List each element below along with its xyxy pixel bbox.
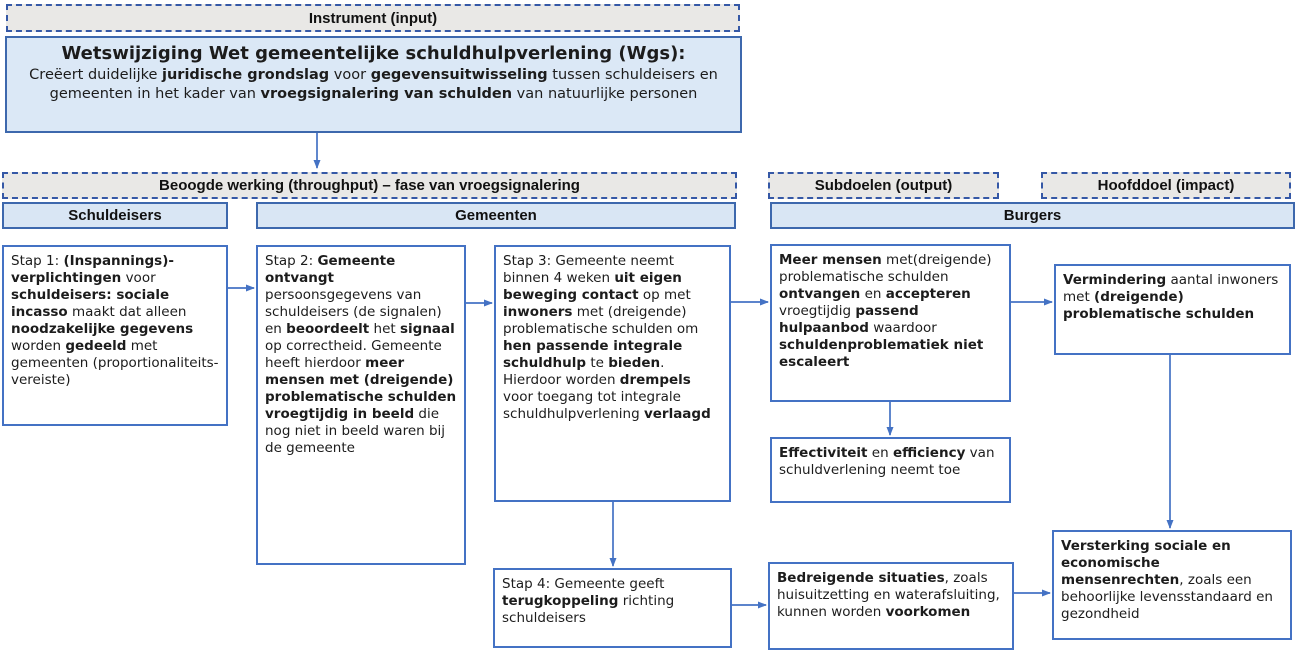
bedreigende-situaties-box: Bedreigende situaties, zoals huisuitzett…: [768, 562, 1014, 650]
output-phase-header: Subdoelen (output): [768, 172, 999, 199]
lane-burgers: Burgers: [770, 202, 1295, 229]
law-amendment-body: Creëert duidelijke juridische grondslag …: [29, 67, 718, 102]
lane-schuldeisers-label: Schuldeisers: [68, 207, 162, 224]
impact-phase-label: Hoofddoel (impact): [1097, 177, 1235, 194]
output-phase-label: Subdoelen (output): [814, 177, 953, 194]
step3-box: Stap 3: Gemeente neemt binnen 4 weken ui…: [494, 245, 731, 502]
law-amendment-box: Wetswijziging Wet gemeentelijke schuldhu…: [5, 36, 742, 133]
meer-mensen-box: Meer mensen met(dreigende) problematisch…: [770, 244, 1011, 402]
step1-box: Stap 1: (Inspannings)-verplichtingen voo…: [2, 245, 228, 426]
instrument-input-label: Instrument (input): [308, 9, 438, 27]
versterking-box: Versterking sociale en economische mense…: [1052, 530, 1292, 640]
law-amendment-title: Wetswijziging Wet gemeentelijke schuldhu…: [61, 43, 686, 64]
step2-box: Stap 2: Gemeente ontvangt persoonsgegeve…: [256, 245, 466, 565]
lane-gemeenten: Gemeenten: [256, 202, 736, 229]
throughput-phase-label: Beoogde werking (throughput) – fase van …: [159, 177, 580, 194]
effectiviteit-box: Effectiviteit en efficiency van schuldve…: [770, 437, 1011, 503]
instrument-input-header: Instrument (input): [6, 4, 740, 32]
vermindering-box: Vermindering aantal inwoners met (dreige…: [1054, 264, 1291, 355]
impact-phase-header: Hoofddoel (impact): [1041, 172, 1291, 199]
throughput-phase-header: Beoogde werking (throughput) – fase van …: [2, 172, 737, 199]
lane-burgers-label: Burgers: [1003, 207, 1062, 224]
lane-schuldeisers: Schuldeisers: [2, 202, 228, 229]
step4-box: Stap 4: Gemeente geeft terugkoppeling ri…: [493, 568, 732, 648]
lane-gemeenten-label: Gemeenten: [455, 207, 537, 224]
